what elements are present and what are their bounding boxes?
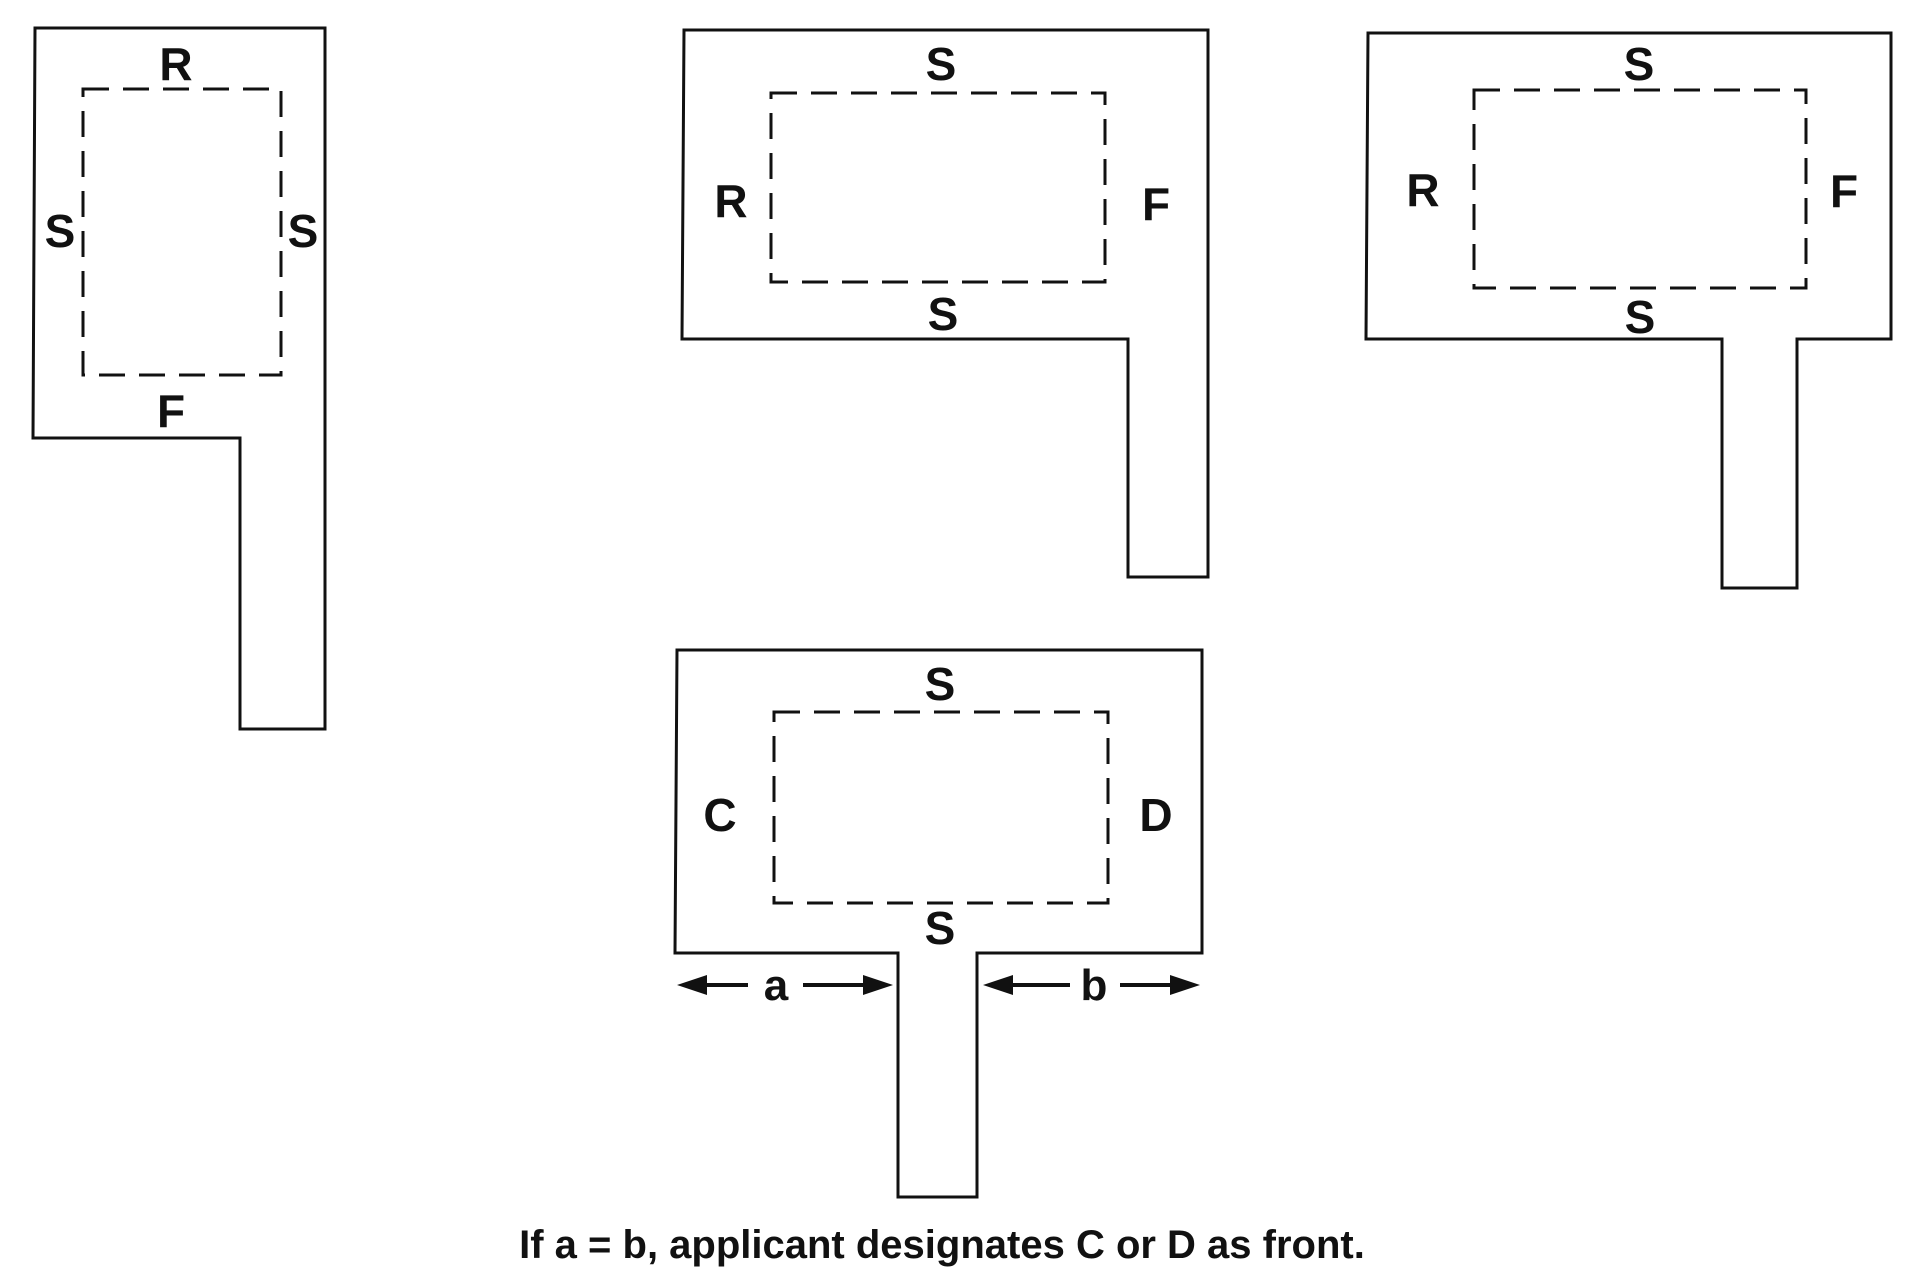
label-side-left: S <box>45 205 76 257</box>
lot-outline-1 <box>31 26 327 731</box>
dimension-a-arrow-left-icon <box>677 975 707 995</box>
label-front: F <box>157 385 185 437</box>
building-envelope-3 <box>1472 88 1808 290</box>
lot-outline-2 <box>680 28 1210 579</box>
label-front: F <box>1142 178 1170 230</box>
lot-diagram-3: S R F S <box>1364 31 1893 590</box>
dimension-a: a <box>677 961 893 1010</box>
label-side-bottom: S <box>1625 291 1656 343</box>
label-side-right: S <box>288 205 319 257</box>
lot-diagram-2: S R F S <box>680 28 1210 579</box>
label-side-top: S <box>926 38 957 90</box>
dimension-b: b <box>983 961 1200 1010</box>
building-envelope-1 <box>81 87 283 377</box>
lot-diagram-1: R S S F <box>31 26 327 731</box>
lot-diagram-4: S C D S a b <box>673 648 1204 1199</box>
label-c: C <box>703 789 736 841</box>
dimension-a-label: a <box>764 961 789 1010</box>
label-side-top: S <box>1624 38 1655 90</box>
lot-outline-3 <box>1364 31 1893 590</box>
dimension-a-arrow-right-icon <box>863 975 893 995</box>
label-side-bottom: S <box>925 902 956 954</box>
label-front: F <box>1830 165 1858 217</box>
dimension-b-arrow-left-icon <box>983 975 1013 995</box>
dimension-b-label: b <box>1081 961 1108 1010</box>
lot-outline-4 <box>673 648 1204 1199</box>
label-side-bottom: S <box>928 288 959 340</box>
label-d: D <box>1139 789 1172 841</box>
dimension-b-arrow-right-icon <box>1170 975 1200 995</box>
label-rear: R <box>714 175 747 227</box>
label-rear: R <box>1406 164 1439 216</box>
label-rear: R <box>159 38 192 90</box>
building-envelope-2 <box>769 91 1107 284</box>
building-envelope-4 <box>772 710 1110 905</box>
caption: If a = b, applicant designates C or D as… <box>519 1223 1365 1267</box>
label-side-top: S <box>925 658 956 710</box>
